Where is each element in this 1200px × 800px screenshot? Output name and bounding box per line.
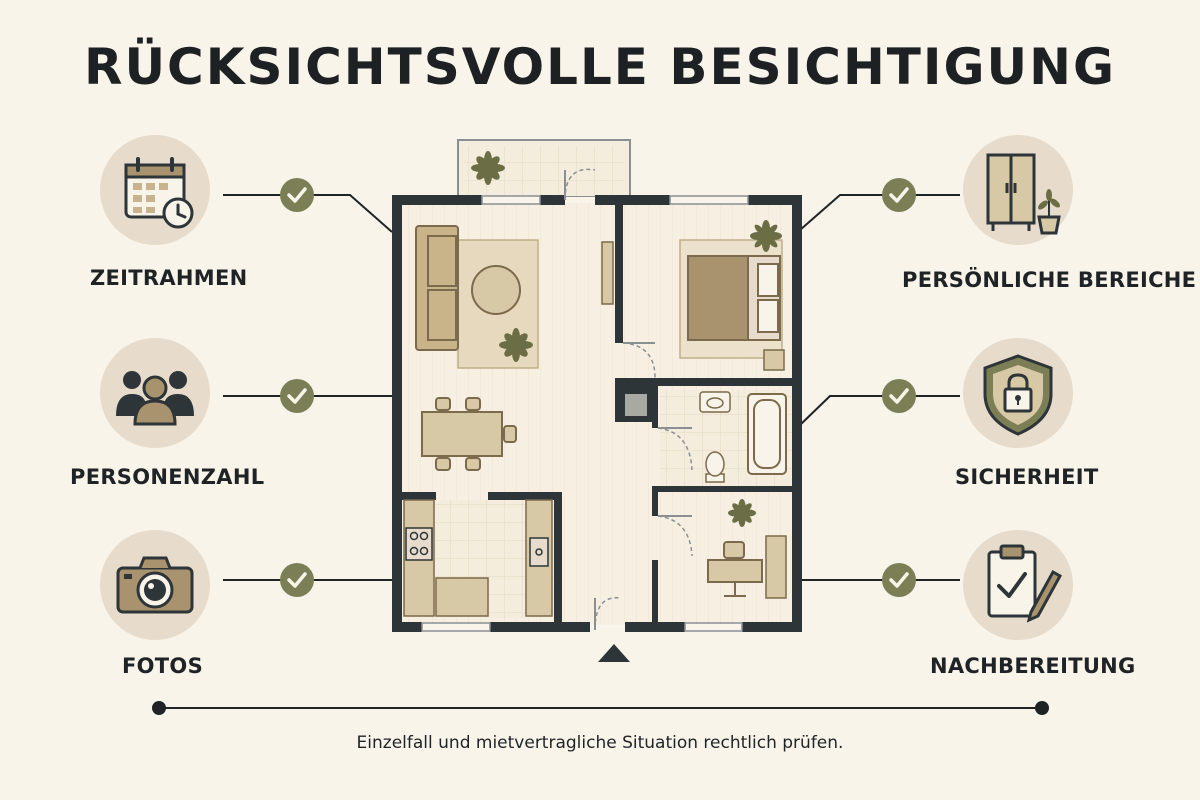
check-icon — [280, 379, 314, 413]
balcony-plant-icon — [471, 151, 505, 185]
bathtub-icon — [747, 393, 787, 475]
coffee-table — [471, 265, 521, 315]
wardrobe-plant-icon — [963, 135, 1073, 245]
bottom-rule — [163, 707, 1041, 709]
sofa — [415, 225, 459, 351]
bed — [687, 255, 781, 341]
nightstand — [763, 349, 785, 371]
rule-dot-left — [152, 701, 166, 715]
check-icon — [280, 563, 314, 597]
label-personenzahl: PERSONENZAHL — [70, 465, 265, 489]
sideboard — [601, 241, 614, 305]
check-icon — [280, 178, 314, 212]
label-fotos: FOTOS — [122, 654, 203, 678]
entrance-arrow-icon — [598, 644, 630, 662]
check-icon — [882, 178, 916, 212]
desk — [707, 541, 763, 597]
people-group-icon — [100, 338, 210, 448]
office-plant-icon — [728, 499, 756, 527]
calendar-clock-icon — [100, 135, 210, 245]
sink-icon — [529, 537, 549, 567]
bathroom-sink-icon — [699, 391, 731, 413]
bookshelf — [765, 535, 787, 599]
toilet-icon — [705, 451, 725, 483]
label-zeitrahmen: ZEITRAHMEN — [90, 266, 248, 290]
check-icon — [882, 379, 916, 413]
shield-lock-icon — [963, 338, 1073, 448]
rule-dot-right — [1035, 701, 1049, 715]
bedroom-plant-icon — [750, 220, 782, 252]
clipboard-check-icon — [963, 530, 1073, 640]
footnote: Einzelfall und mietvertragliche Situatio… — [356, 733, 844, 753]
stove-icon — [405, 527, 433, 561]
check-icon — [882, 563, 916, 597]
label-nachbereitung: NACHBEREITUNG — [930, 654, 1136, 678]
page-title: RÜCKSICHTSVOLLE BESICHTIGUNG — [83, 38, 1117, 96]
camera-icon — [100, 530, 210, 640]
label-persoenliche-bereiche: PERSÖNLICHE BEREICHE — [902, 268, 1197, 292]
living-plant-icon — [499, 328, 533, 362]
label-sicherheit: SICHERHEIT — [955, 465, 1099, 489]
dining-table — [421, 397, 517, 471]
